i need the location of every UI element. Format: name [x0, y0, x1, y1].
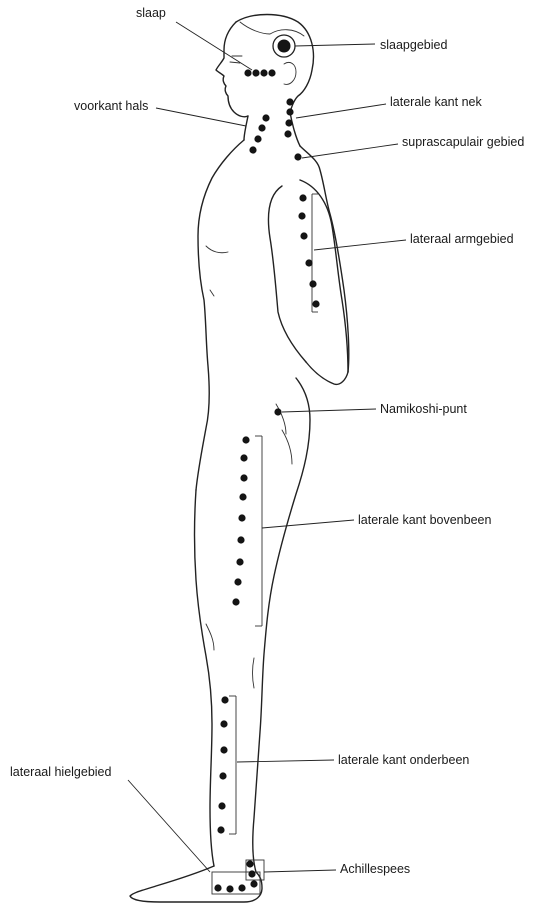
front-neck-dots: [249, 114, 269, 153]
temple-circle-marker: [273, 35, 295, 57]
label-laterale-kant-nek: laterale kant nek: [390, 95, 482, 109]
namikoshi-dot: [274, 408, 281, 415]
label-suprascapulair-gebied: suprascapulair gebied: [402, 135, 524, 149]
human-figure-side-view: [130, 15, 349, 903]
label-lateraal-hielgebied: lateraal hielgebied: [10, 765, 112, 779]
thigh-dots: [232, 436, 262, 626]
label-slaapgebied: slaapgebied: [380, 38, 447, 52]
lower-leg-dots: [217, 696, 236, 834]
label-achillespees: Achillespees: [340, 862, 410, 876]
label-laterale-kant-bovenbeen: laterale kant bovenbeen: [358, 513, 491, 527]
label-namikoshi-punt: Namikoshi-punt: [380, 402, 467, 416]
arm-dots: [298, 194, 319, 312]
label-slaap: slaap: [136, 6, 166, 20]
temple-dots: [244, 69, 275, 76]
label-group: slaap slaapgebied voorkant hals laterale…: [10, 6, 524, 876]
lateral-neck-dots: [284, 98, 301, 160]
label-voorkant-hals: voorkant hals: [74, 99, 148, 113]
label-laterale-kant-onderbeen: laterale kant onderbeen: [338, 753, 469, 767]
label-lateraal-armgebied: lateraal armgebied: [410, 232, 514, 246]
leader-lines: [128, 22, 406, 872]
